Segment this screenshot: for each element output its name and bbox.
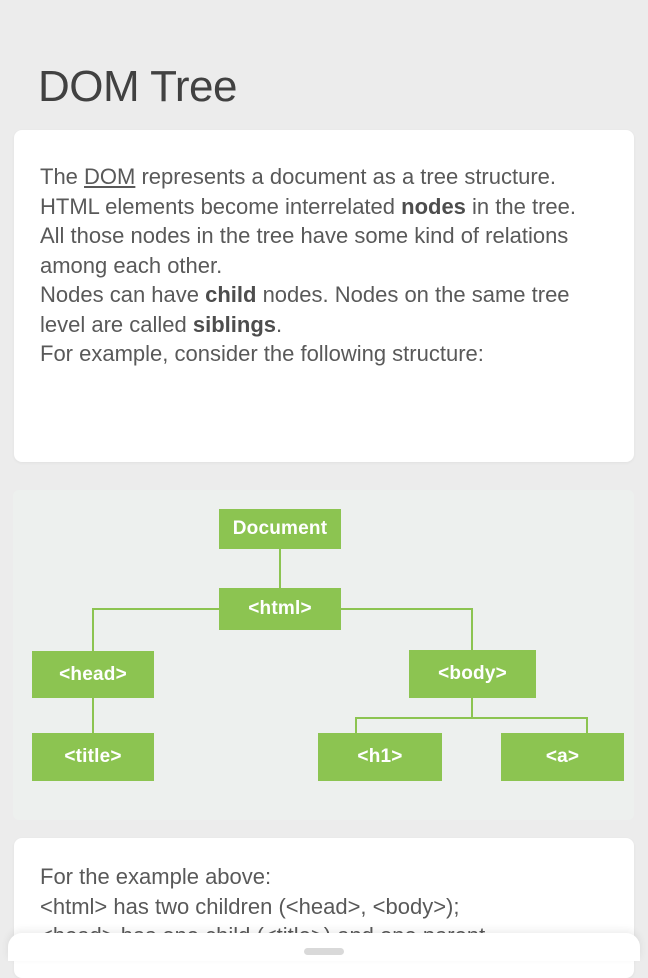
tree-node-head: <head> <box>32 651 154 698</box>
connector-line <box>355 717 357 733</box>
tree-node-title: <title> <box>32 733 154 781</box>
text-segment: All those nodes in the tree have some ki… <box>40 223 569 278</box>
text-segment: nodes <box>401 193 466 219</box>
text-segment: represents a document as a tree structur… <box>141 164 557 189</box>
connector-line <box>471 698 473 717</box>
tree-node-document: Document <box>219 509 341 549</box>
connector-line <box>92 608 94 651</box>
text-segment: The <box>40 164 85 189</box>
tree-node-h1: <h1> <box>318 733 442 781</box>
text-segment: siblings <box>192 311 276 337</box>
text-segment: <html> has two children (<head>, <body>)… <box>40 893 460 919</box>
connector-line <box>92 608 221 610</box>
text-segment: HTML elements become interrelated <box>40 193 402 219</box>
text-segment: nodes. Nodes on the same tree level are … <box>40 282 570 337</box>
text-segment: Nodes can have <box>40 282 206 307</box>
drag-handle[interactable] <box>304 948 344 955</box>
connector-line <box>92 698 94 733</box>
lesson-paragraph: The DOM represents a document as a tree … <box>40 162 588 369</box>
bottom-sheet[interactable] <box>8 933 640 961</box>
connector-line <box>586 717 588 733</box>
connector-line <box>341 608 473 610</box>
text-segment: For the example above: <box>40 864 272 889</box>
text-segment: child <box>205 282 257 307</box>
connector-line <box>279 549 281 588</box>
text-segment: For example, consider the following stru… <box>40 341 484 366</box>
dom-tree-diagram: Document <html> <head> <body> <title> <h… <box>13 490 634 820</box>
text-segment: . <box>276 311 283 337</box>
text-segment: in the tree. <box>472 193 576 219</box>
tree-node-a: <a> <box>501 733 624 781</box>
page-title: DOM Tree <box>38 62 237 111</box>
lesson-card: The DOM represents a document as a tree … <box>14 130 634 462</box>
dom-term-link[interactable]: DOM <box>84 164 136 189</box>
tree-node-body: <body> <box>409 650 536 698</box>
connector-line <box>355 717 588 719</box>
connector-line <box>471 608 473 650</box>
tree-node-html: <html> <box>219 588 341 630</box>
